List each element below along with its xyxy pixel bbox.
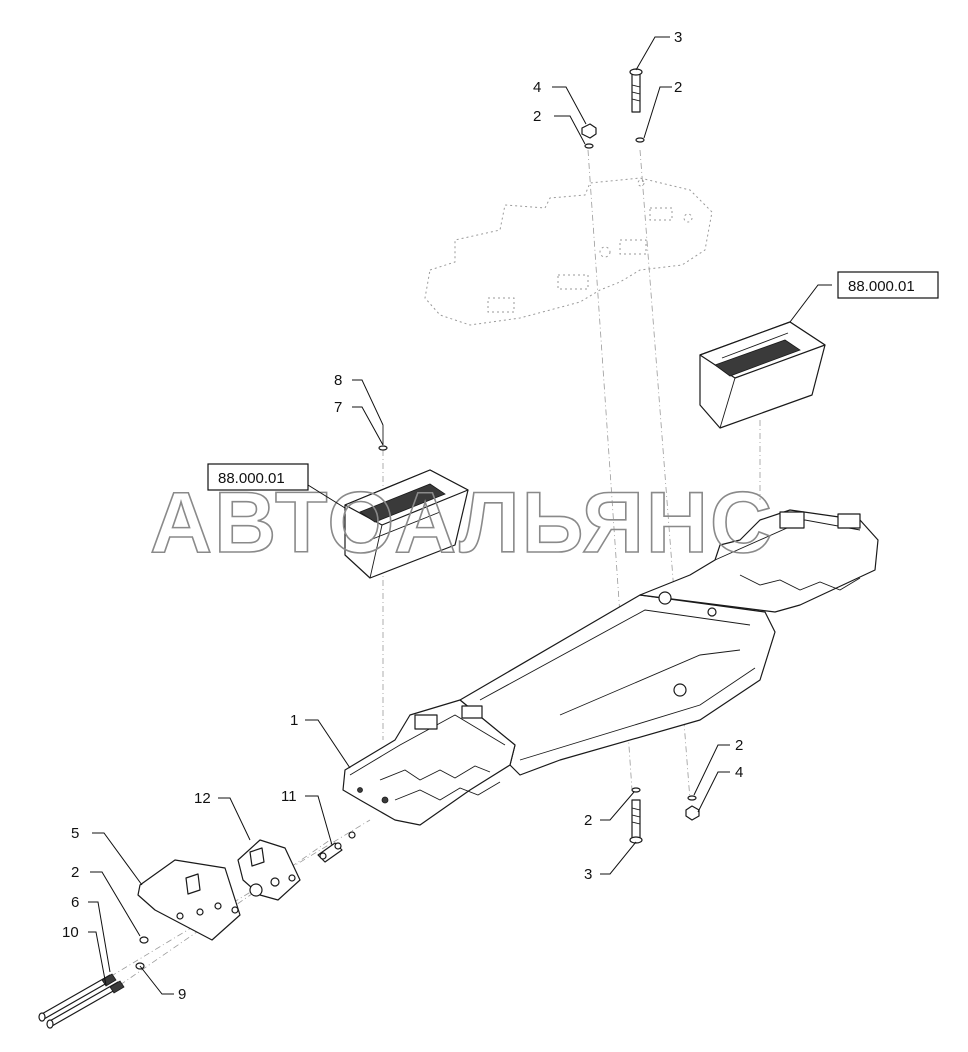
hitch-frame bbox=[342, 509, 879, 826]
leader-lines bbox=[88, 36, 832, 995]
callout-11: 11 bbox=[281, 788, 297, 805]
callout-6: 6 bbox=[71, 894, 79, 911]
module-left bbox=[344, 469, 469, 579]
callout-12: 12 bbox=[194, 790, 211, 807]
callout-1: 1 bbox=[290, 712, 298, 729]
bottom-nut bbox=[685, 795, 700, 821]
callout-7: 7 bbox=[334, 399, 342, 416]
plate-12 bbox=[237, 839, 301, 901]
washer-2 bbox=[135, 936, 149, 970]
reference-box-left: 88.000.01 bbox=[207, 463, 309, 491]
callout-2-top-left: 2 bbox=[533, 108, 541, 125]
module-right bbox=[699, 321, 826, 429]
callout-4-top: 4 bbox=[533, 79, 541, 96]
callout-2-bottom-right: 2 bbox=[735, 737, 743, 754]
reference-label-left: 88.000.01 bbox=[218, 470, 285, 487]
top-plate bbox=[424, 177, 713, 326]
callout-9: 9 bbox=[178, 986, 186, 1003]
callout-4-bottom: 4 bbox=[735, 764, 743, 781]
bottom-bolt bbox=[629, 787, 643, 844]
callout-2-left: 2 bbox=[71, 864, 79, 881]
bolts-6-10 bbox=[38, 973, 125, 1029]
callout-10: 10 bbox=[62, 924, 79, 941]
top-nut bbox=[581, 123, 597, 149]
callout-3-top: 3 bbox=[674, 29, 682, 46]
washer-11 bbox=[317, 831, 356, 863]
callout-3-bottom: 3 bbox=[584, 866, 592, 883]
top-bolt bbox=[629, 68, 645, 143]
callout-2-top-right: 2 bbox=[674, 79, 682, 96]
reference-label-right: 88.000.01 bbox=[848, 278, 915, 295]
screw-7-8 bbox=[378, 425, 388, 451]
reference-box-right: 88.000.01 bbox=[837, 271, 939, 299]
callout-numbers: 3 2 4 2 8 7 1 12 11 5 2 6 10 9 2 3 2 4 bbox=[62, 29, 743, 1003]
callout-8: 8 bbox=[334, 372, 342, 389]
callout-5: 5 bbox=[71, 825, 79, 842]
callout-2-bottom-mid: 2 bbox=[584, 812, 592, 829]
plate-5 bbox=[137, 859, 241, 941]
